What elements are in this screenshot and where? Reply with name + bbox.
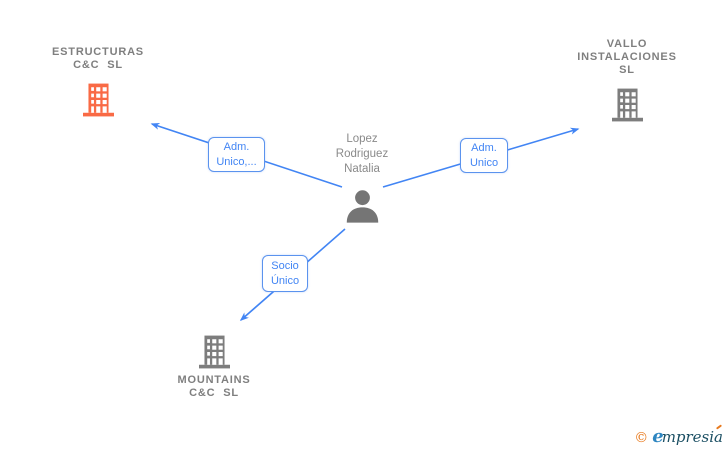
company-node-estructuras[interactable] <box>83 82 114 118</box>
building-icon <box>612 88 643 122</box>
edge-label-line: Socio <box>271 259 299 272</box>
company-name-line: MOUNTAINS <box>177 374 251 386</box>
person-name-line: Rodriguez <box>335 148 389 160</box>
company-label-mountains[interactable]: MOUNTAINS C&C SL <box>134 374 294 400</box>
edge-label-adm-unico-left[interactable]: Adm. Unico,... <box>208 137 265 172</box>
company-name-line: C&C SL <box>73 59 123 71</box>
company-node-vallo[interactable] <box>612 87 643 123</box>
edge-label-socio-unico[interactable]: Socio Único <box>262 255 308 292</box>
edge-label-line: Unico,... <box>216 155 257 168</box>
edge-label-line: Unico <box>469 156 499 169</box>
edge-label-line: Adm. <box>471 141 497 154</box>
company-name-line: INSTALACIONES <box>577 51 677 63</box>
empresia-logo[interactable]: © empresia <box>634 424 723 447</box>
brand-initial: e <box>652 426 664 447</box>
edge-label-adm-unico-right[interactable]: Adm. Unico <box>460 138 508 173</box>
person-label[interactable]: Lopez Rodriguez Natalia <box>302 132 422 177</box>
company-name-line: SL <box>619 64 635 76</box>
edge-label-line: Único <box>270 274 300 287</box>
person-icon <box>346 190 379 223</box>
copyright-icon: © <box>634 430 649 446</box>
brand-text: mpresia <box>662 424 723 446</box>
person-node[interactable] <box>344 189 381 223</box>
edge-label-line: Adm. <box>223 140 250 153</box>
building-icon <box>199 335 230 369</box>
company-name-line: C&C SL <box>189 387 239 399</box>
company-name-line: ESTRUCTURAS <box>52 46 144 58</box>
brand-wordmark: empresia <box>652 424 723 447</box>
person-name-line: Lopez <box>346 133 378 145</box>
company-node-mountains[interactable] <box>199 334 230 370</box>
company-label-vallo[interactable]: VALLO INSTALACIONES SL <box>547 38 707 77</box>
company-label-estructuras[interactable]: ESTRUCTURAS C&C SL <box>18 46 178 72</box>
building-icon <box>83 83 114 117</box>
person-name-line: Natalia <box>344 163 380 175</box>
company-name-line: VALLO <box>606 38 648 50</box>
